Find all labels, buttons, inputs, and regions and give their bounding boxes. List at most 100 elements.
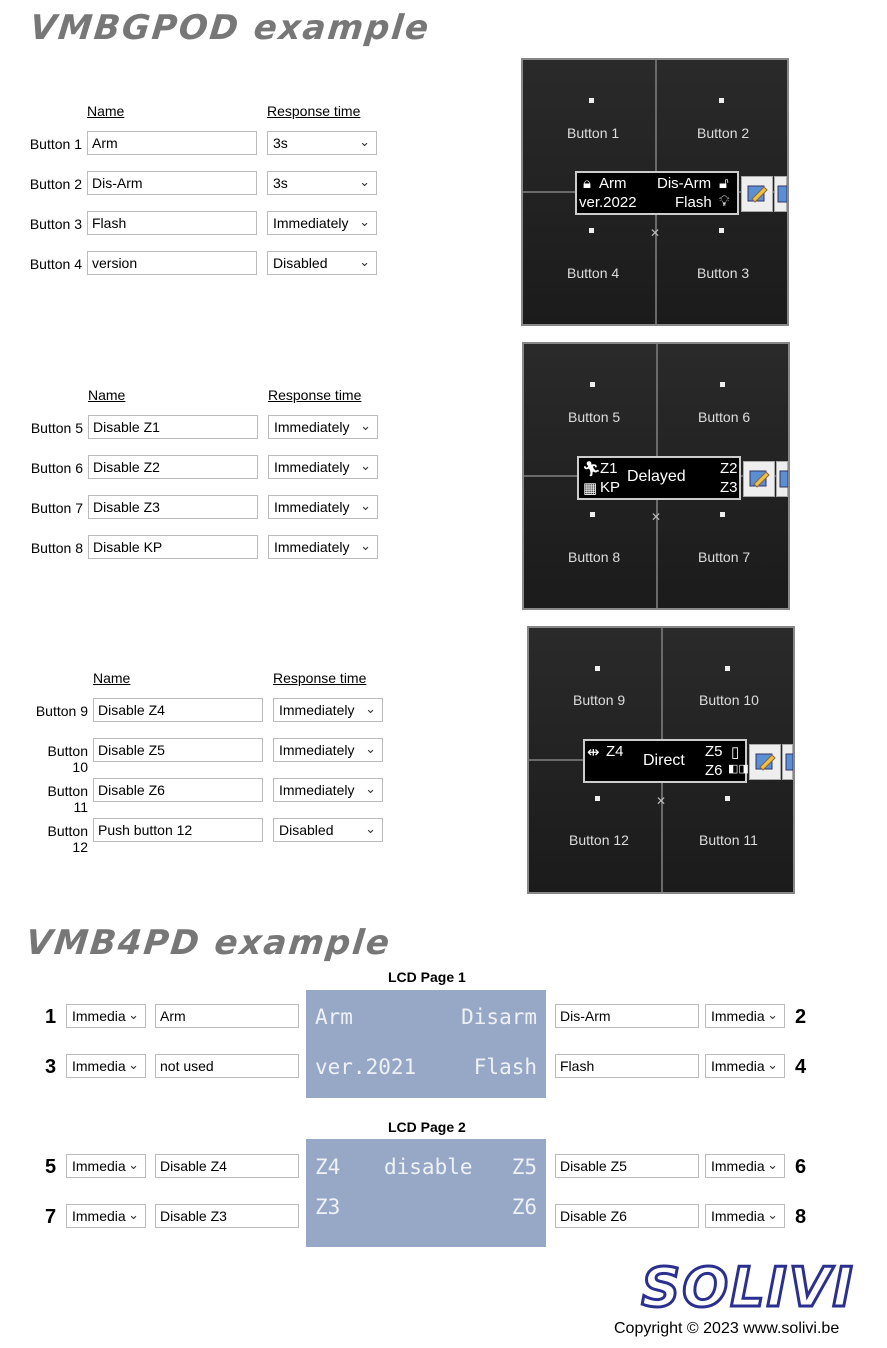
response-column-header: Response time xyxy=(268,387,362,403)
window-icon: ◧◨ xyxy=(728,763,749,775)
solivi-logo: SOLIVI xyxy=(612,1255,884,1321)
lcd-text: Z3 xyxy=(315,1195,341,1219)
button-label: Button 10 xyxy=(47,743,88,775)
response-select[interactable]: Disabled⌄ xyxy=(267,251,377,275)
button-number: 8 xyxy=(795,1206,807,1228)
lcd-text: Dis-Arm xyxy=(657,175,712,192)
name-input[interactable]: Disable Z6 xyxy=(555,1204,699,1228)
panel-button-label[interactable]: Button 12 xyxy=(569,832,629,848)
panel-button-label[interactable]: Button 10 xyxy=(699,692,759,708)
edit-icon[interactable] xyxy=(741,176,773,212)
panel-button-label[interactable]: Button 7 xyxy=(698,549,751,565)
response-select[interactable]: Immedia⌄ xyxy=(705,1204,785,1228)
name-input[interactable]: Flash xyxy=(87,211,257,235)
name-input[interactable]: Dis-Arm xyxy=(87,171,257,195)
lcd-text: Z5 xyxy=(705,743,723,760)
chevron-down-icon: ⌄ xyxy=(365,701,376,716)
button-number: 5 xyxy=(45,1156,57,1178)
direct-arrows-icon: ⇹ xyxy=(587,744,600,761)
response-select[interactable]: Immedia⌄ xyxy=(66,1054,146,1078)
name-input[interactable]: Disable KP xyxy=(88,535,258,559)
chevron-down-icon: ⌄ xyxy=(360,538,371,553)
save-icon[interactable] xyxy=(776,461,789,497)
name-input[interactable]: not used xyxy=(155,1054,299,1078)
chevron-down-icon: ⌄ xyxy=(365,741,376,756)
name-input[interactable]: Disable Z3 xyxy=(155,1204,299,1228)
vmb4pd-title: VMB4PD example xyxy=(23,923,394,963)
glass-panel: Button 9 Button 10 Button 12 Button 11 ✕… xyxy=(527,626,795,894)
save-icon[interactable] xyxy=(782,744,794,780)
button-label: Button 2 xyxy=(29,176,82,192)
lcd-text: Z3 xyxy=(720,479,738,496)
response-select[interactable]: Immedia⌄ xyxy=(705,1154,785,1178)
center-x-icon: ✕ xyxy=(650,226,661,240)
lightbulb-icon: 💡︎ xyxy=(719,193,730,210)
response-select[interactable]: Immediately⌄ xyxy=(268,495,378,519)
lcd-text: KP xyxy=(600,479,621,496)
response-select[interactable]: Disabled⌄ xyxy=(273,818,383,842)
edit-icon[interactable] xyxy=(749,744,781,780)
name-input[interactable]: Dis-Arm xyxy=(555,1004,699,1028)
response-select[interactable]: Immediately⌄ xyxy=(267,211,377,235)
chevron-down-icon: ⌄ xyxy=(359,134,370,149)
response-select[interactable]: Immedia⌄ xyxy=(66,1154,146,1178)
name-input[interactable]: Arm xyxy=(155,1004,299,1028)
response-select[interactable]: Immedia⌄ xyxy=(705,1054,785,1078)
button-label: Button 12 xyxy=(47,823,88,855)
name-input[interactable]: Arm xyxy=(87,131,257,155)
chevron-down-icon: ⌄ xyxy=(128,1157,139,1172)
lcd-text: Flash xyxy=(473,1055,537,1079)
name-input[interactable]: Disable Z5 xyxy=(555,1154,699,1178)
panel-button-label[interactable]: Button 2 xyxy=(697,125,750,141)
chevron-down-icon: ⌄ xyxy=(767,1207,778,1222)
lcd-text: Z6 xyxy=(511,1195,537,1219)
save-icon[interactable] xyxy=(774,176,788,212)
unlock-icon: 🔓︎ xyxy=(719,175,729,192)
name-input[interactable]: Flash xyxy=(555,1054,699,1078)
panel-button-label[interactable]: Button 3 xyxy=(697,265,750,281)
door-icon: ▯ xyxy=(731,744,740,761)
chevron-down-icon: ⌄ xyxy=(128,1057,139,1072)
chevron-down-icon: ⌄ xyxy=(359,214,370,229)
lcd-page-title: LCD Page 1 xyxy=(388,969,466,985)
response-select[interactable]: Immediately⌄ xyxy=(268,455,378,479)
response-select[interactable]: Immedia⌄ xyxy=(66,1004,146,1028)
name-input[interactable]: Disable Z4 xyxy=(155,1154,299,1178)
name-input[interactable]: Disable Z2 xyxy=(88,455,258,479)
name-input[interactable]: Disable Z3 xyxy=(88,495,258,519)
response-select[interactable]: 3s⌄ xyxy=(267,131,377,155)
response-column-header: Response time xyxy=(273,670,367,686)
response-select[interactable]: Immediately⌄ xyxy=(273,698,383,722)
panel-button-label[interactable]: Button 4 xyxy=(567,265,620,281)
button-label: Button 8 xyxy=(30,540,83,556)
svg-text:SOLIVI: SOLIVI xyxy=(641,1258,854,1314)
panel-lcd: 🔒︎ Arm Dis-Arm 🔓︎ ver.2022 Flash 💡︎ xyxy=(575,171,739,215)
name-input[interactable]: version xyxy=(87,251,257,275)
response-select[interactable]: Immediately⌄ xyxy=(268,415,378,439)
lcd-text: Z5 xyxy=(511,1155,537,1179)
response-select[interactable]: Immedia⌄ xyxy=(705,1004,785,1028)
name-input[interactable]: Disable Z4 xyxy=(93,698,263,722)
chevron-down-icon: ⌄ xyxy=(767,1057,778,1072)
name-input[interactable]: Disable Z5 xyxy=(93,738,263,762)
panel-button-label[interactable]: Button 9 xyxy=(573,692,626,708)
copyright: Copyright © 2023 www.solivi.be xyxy=(614,1320,840,1337)
response-select[interactable]: 3s⌄ xyxy=(267,171,377,195)
response-select[interactable]: Immediately⌄ xyxy=(273,738,383,762)
panel-button-label[interactable]: Button 6 xyxy=(698,409,751,425)
panel-button-label[interactable]: Button 5 xyxy=(568,409,621,425)
response-select[interactable]: Immediately⌄ xyxy=(273,778,383,802)
panel-button-label[interactable]: Button 1 xyxy=(567,125,620,141)
response-select[interactable]: Immediately⌄ xyxy=(268,535,378,559)
name-input[interactable]: Disable Z6 xyxy=(93,778,263,802)
name-input[interactable]: Push button 12 xyxy=(93,818,263,842)
edit-icon[interactable] xyxy=(743,461,775,497)
name-input[interactable]: Disable Z1 xyxy=(88,415,258,439)
running-person-icon: 🏃︎ xyxy=(582,461,602,478)
button-number: 6 xyxy=(795,1156,807,1178)
response-select[interactable]: Immedia⌄ xyxy=(66,1204,146,1228)
button-number: 4 xyxy=(795,1056,807,1078)
panel-button-label[interactable]: Button 8 xyxy=(568,549,621,565)
panel-button-label[interactable]: Button 11 xyxy=(699,832,758,848)
center-x-icon: ✕ xyxy=(651,510,662,524)
